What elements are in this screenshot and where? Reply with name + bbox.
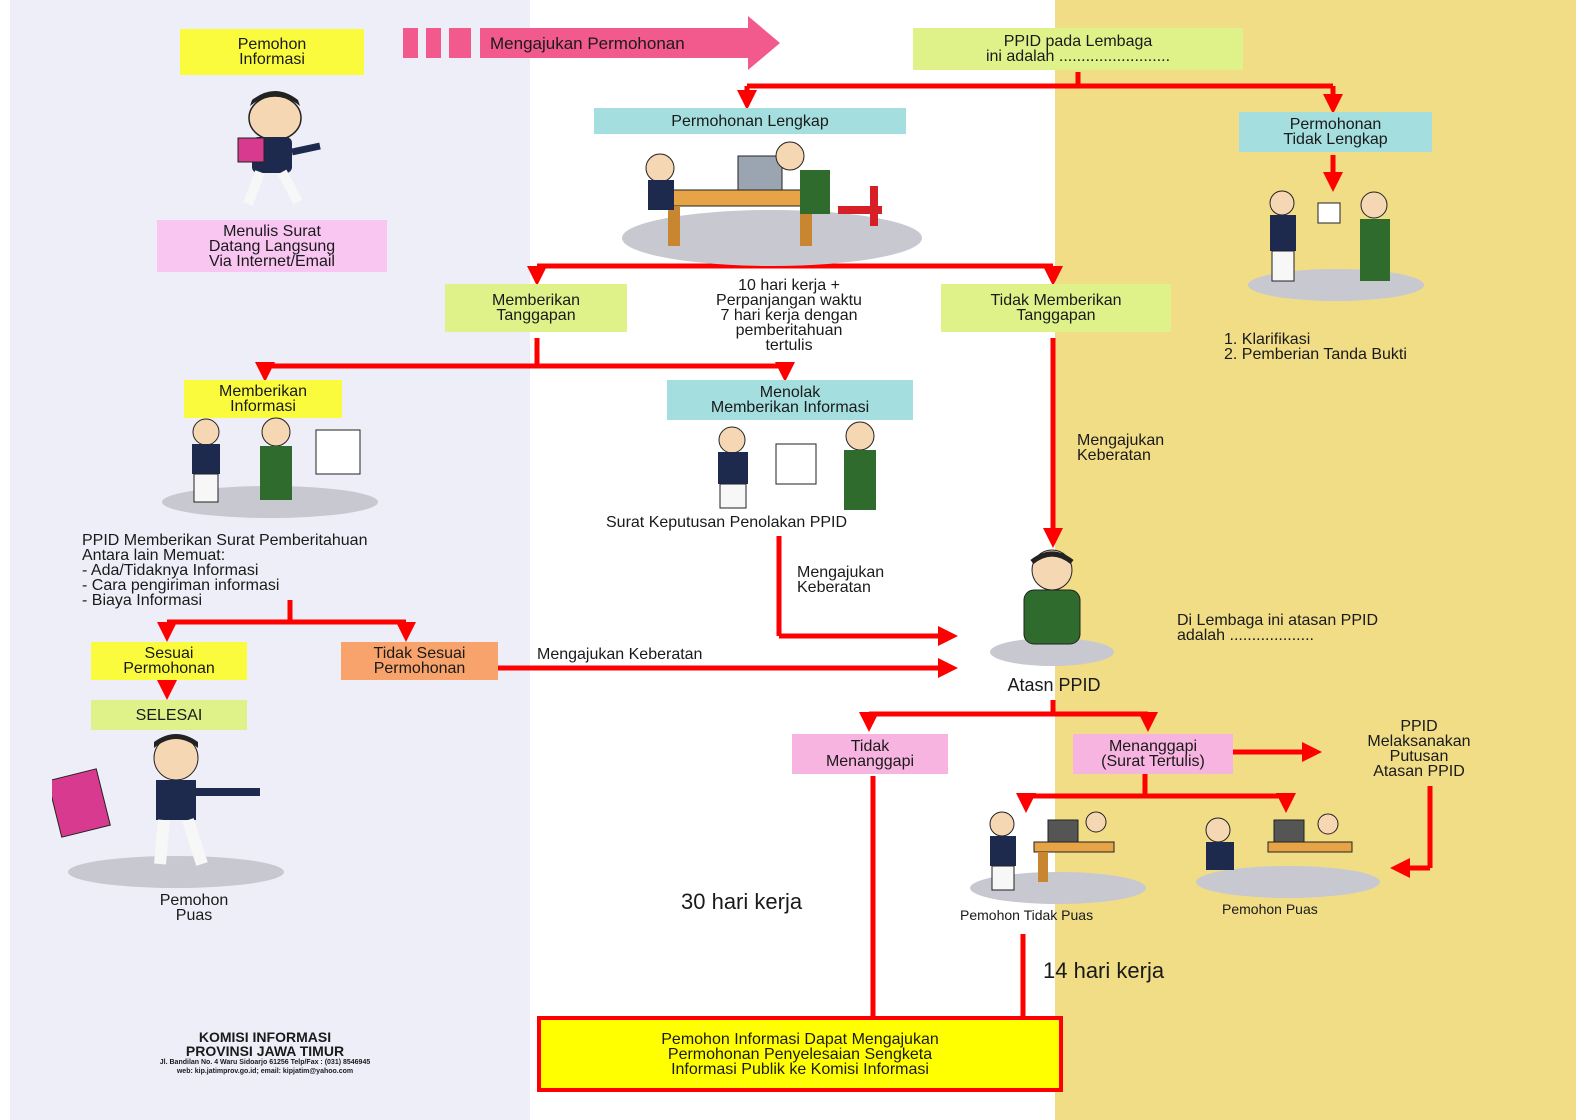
days-14-text: 14 hari kerja [1043, 958, 1165, 983]
give-response-box: Memberikan Tanggapan [445, 284, 627, 332]
footer-title: KOMISI INFORMASI PROVINSI JAWA TIMUR [185, 1029, 345, 1059]
requester-walking-illustration [237, 91, 321, 206]
footer-address: Jl. Bandilan No. 4 Waru Sidoarjo 61256 T… [159, 1059, 371, 1075]
notification-letter-text: PPID Memberikan Surat Pemberitahuan Anta… [82, 532, 368, 609]
matches-request-text: Sesuai Permohonan [123, 645, 215, 677]
matches-request-box: Sesuai Permohonan [91, 642, 247, 680]
requester-text: Pemohon Informasi [237, 36, 307, 68]
superior-label-text: Atasn PPID [1007, 675, 1101, 695]
objection-label-2: Mengajukan Keberatan [797, 564, 885, 596]
objection-label-1: Mengajukan Keberatan [1077, 432, 1165, 464]
refuse-info-text: Menolak Memberikan Informasi [710, 384, 870, 416]
done-text: SELESAI [135, 706, 203, 724]
left-panel-background [10, 0, 530, 1120]
ppid-execute-text: PPID Melaksanakan Putusan Atasan PPID [1367, 718, 1471, 780]
response-time-text: 10 hari kerja + Perpanjangan waktu 7 har… [716, 277, 862, 354]
satisfied-left-text: Pemohon Puas [159, 892, 229, 924]
give-info-text: Memberikan Informasi [218, 383, 308, 415]
institution-ppid-box: PPID pada Lembaga ini adalah ...........… [913, 28, 1243, 70]
satisfied-requester-illustration [52, 734, 284, 888]
no-reply-box: Tidak Menanggapi [792, 734, 948, 774]
not-satisfied-illustration [970, 811, 1146, 904]
office-desk-illustration [622, 141, 922, 266]
no-response-box: Tidak Memberikan Tanggapan [941, 284, 1171, 332]
days-30-text: 30 hari kerja [681, 889, 803, 914]
reply-text: Menanggapi (Surat Tertulis) [1101, 738, 1205, 770]
submit-arrow-label: Mengajukan Permohonan [490, 34, 685, 53]
incomplete-request-text: Permohonan Tidak Lengkap [1283, 116, 1388, 148]
incomplete-steps-text: 1. Klarifikasi 2. Pemberian Tanda Bukti [1224, 331, 1407, 363]
superior-ppid-illustration [990, 549, 1114, 666]
right-panel-background [1055, 0, 1576, 1120]
complete-request-text: Permohonan Lengkap [671, 112, 829, 130]
not-satisfied-text: Pemohon Tidak Puas [960, 907, 1094, 923]
give-info-box: Memberikan Informasi [184, 380, 342, 418]
institution-ppid-text: PPID pada Lembaga ini adalah ...........… [985, 33, 1171, 65]
refuse-info-box: Menolak Memberikan Informasi [667, 380, 913, 420]
no-reply-text: Tidak Menanggapi [825, 738, 915, 770]
satisfied-right-illustration [1196, 813, 1380, 898]
refuse-info-illustration [718, 421, 876, 510]
complete-request-box: Permohonan Lengkap [594, 108, 906, 134]
objection-label-3: Mengajukan Keberatan [537, 646, 703, 663]
give-response-text: Memberikan Tanggapan [491, 292, 581, 324]
give-info-illustration [162, 417, 378, 518]
reply-box: Menanggapi (Surat Tertulis) [1073, 734, 1233, 774]
refusal-letter-text: Surat Keputusan Penolakan PPID [606, 514, 848, 531]
submit-arrow-shape [403, 16, 780, 70]
done-box: SELESAI [91, 700, 247, 730]
not-matches-request-box: Tidak Sesuai Permohonan [341, 642, 498, 680]
request-channels-box: Menulis Surat Datang Langsung Via Intern… [157, 220, 387, 272]
request-channels-text: Menulis Surat Datang Langsung Via Intern… [208, 222, 336, 270]
final-dispute-box: Pemohon Informasi Dapat Mengajukan Permo… [537, 1016, 1063, 1092]
no-response-text: Tidak Memberikan Tanggapan [990, 292, 1122, 324]
superior-note-text: Di Lembaga ini atasan PPID adalah ......… [1177, 612, 1378, 644]
requester-label: Pemohon Informasi [180, 29, 364, 75]
incomplete-request-box: Permohonan Tidak Lengkap [1239, 112, 1432, 152]
handshake-illustration [1248, 190, 1424, 301]
not-matches-request-text: Tidak Sesuai Permohonan [373, 645, 466, 677]
satisfied-right-text: Pemohon Puas [1222, 901, 1318, 917]
